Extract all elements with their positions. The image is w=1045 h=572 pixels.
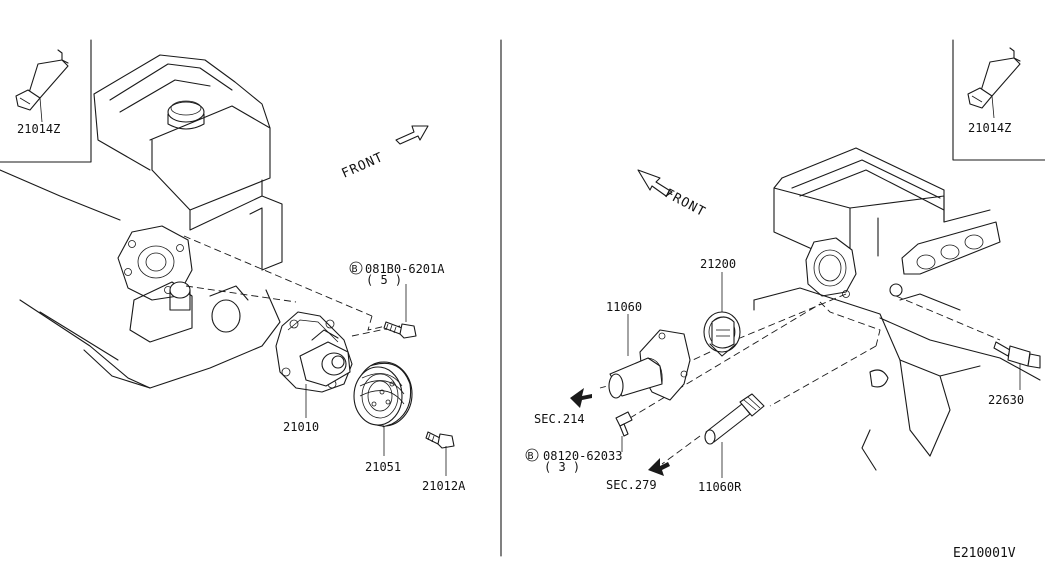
fastener-right: B 08120-62033 ( 3 ) [525, 411, 633, 474]
sealant-tube-left: 21014Z [15, 49, 69, 136]
part-label-21010: 21010 [283, 420, 319, 434]
pulley-21051: 21051 [353, 361, 413, 474]
fastener-number-right: 08120-62033 [543, 449, 622, 463]
part-label-21014Z-right: 21014Z [968, 121, 1011, 135]
part-label-21200: 21200 [700, 257, 736, 271]
part-label-22630: 22630 [988, 393, 1024, 407]
part-label-21051: 21051 [365, 460, 401, 474]
water-outlet-11060: 11060 [606, 300, 691, 401]
thermostat-21200: 21200 [700, 257, 741, 357]
reference-arrows-right [570, 388, 670, 476]
fastener-number-left: 081B0-6201A [365, 262, 445, 276]
diagram-id: E210001V [953, 546, 1016, 561]
sealant-tube-right: 21014Z [967, 47, 1021, 135]
fastener-qty-right: ( 3 ) [544, 460, 580, 474]
temp-sensor-22630: 22630 [988, 341, 1041, 407]
fastener-symbol-left: B [352, 264, 358, 275]
section-ref-279: SEC.279 [606, 478, 657, 492]
fastener-symbol-right: B [528, 451, 534, 462]
fastener-callout-left: B 081B0-6201A ( 5 ) [349, 261, 445, 322]
part-label-11060: 11060 [606, 300, 642, 314]
right-inset-frame [952, 39, 1045, 161]
water-pipe-11060R: 11060R [698, 393, 765, 494]
part-label-21012A: 21012A [422, 479, 466, 493]
bolt-081B0 [383, 321, 417, 339]
fastener-qty-left: ( 5 ) [366, 273, 402, 287]
front-label-left: FRONT [340, 150, 386, 182]
engine-head-right [753, 147, 1041, 471]
front-direction-right: FRONT [637, 169, 708, 220]
water-pump-21010: 21010 [275, 311, 353, 434]
part-label-11060R: 11060R [698, 480, 742, 494]
part-label-21014Z-left: 21014Z [17, 122, 60, 136]
alignment-lines-left [183, 235, 401, 337]
front-label-right: FRONT [662, 186, 708, 220]
bolt-21012A: 21012A [422, 431, 466, 493]
front-direction-left: FRONT [340, 125, 429, 182]
engine-block-left [0, 54, 283, 389]
left-inset-frame [0, 39, 92, 163]
section-ref-214: SEC.214 [534, 412, 585, 426]
